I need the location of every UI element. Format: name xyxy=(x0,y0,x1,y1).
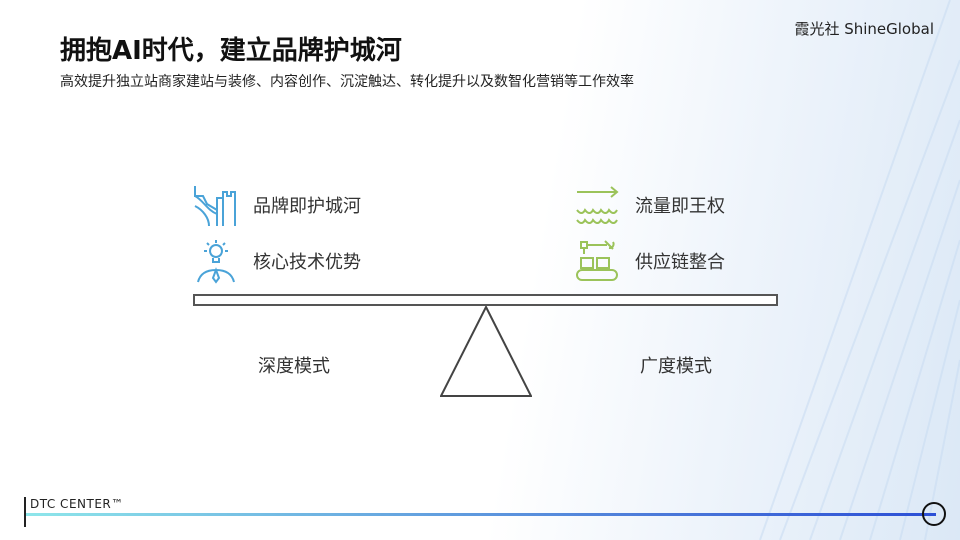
footer-line xyxy=(26,513,936,516)
logo: 霞光社 ShineGlobal xyxy=(794,20,934,38)
item-label: 流量即王权 xyxy=(635,196,725,217)
item-label: 核心技术优势 xyxy=(253,252,361,273)
page-subtitle: 高效提升独立站商家建站与装修、内容创作、沉淀触达、转化提升以及数智化营销等工作效… xyxy=(60,74,634,90)
seesaw-beam xyxy=(193,294,778,306)
great-wall-icon xyxy=(194,186,236,227)
item-traffic: 流量即王权 xyxy=(575,182,725,228)
item-brand-moat: 品牌即护城河 xyxy=(193,182,361,228)
footer-divider xyxy=(24,497,26,527)
item-core-tech: 核心技术优势 xyxy=(193,238,361,284)
seesaw-fulcrum xyxy=(440,306,532,397)
breadth-mode-label: 广度模式 xyxy=(640,356,712,377)
footer-circle xyxy=(922,502,946,526)
footer-brand: DTC CENTER™ xyxy=(30,497,124,511)
waves-arrow-icon xyxy=(576,186,619,224)
item-supply-chain: 供应链整合 xyxy=(575,238,725,284)
decorative-stripes xyxy=(759,0,960,540)
depth-mode-label: 深度模式 xyxy=(258,356,330,377)
item-label: 供应链整合 xyxy=(635,252,725,273)
item-label: 品牌即护城河 xyxy=(253,196,361,217)
conveyor-robot-icon xyxy=(576,240,618,281)
page-title: 拥抱AI时代，建立品牌护城河 xyxy=(60,36,402,66)
lightbulb-person-icon xyxy=(197,240,235,284)
